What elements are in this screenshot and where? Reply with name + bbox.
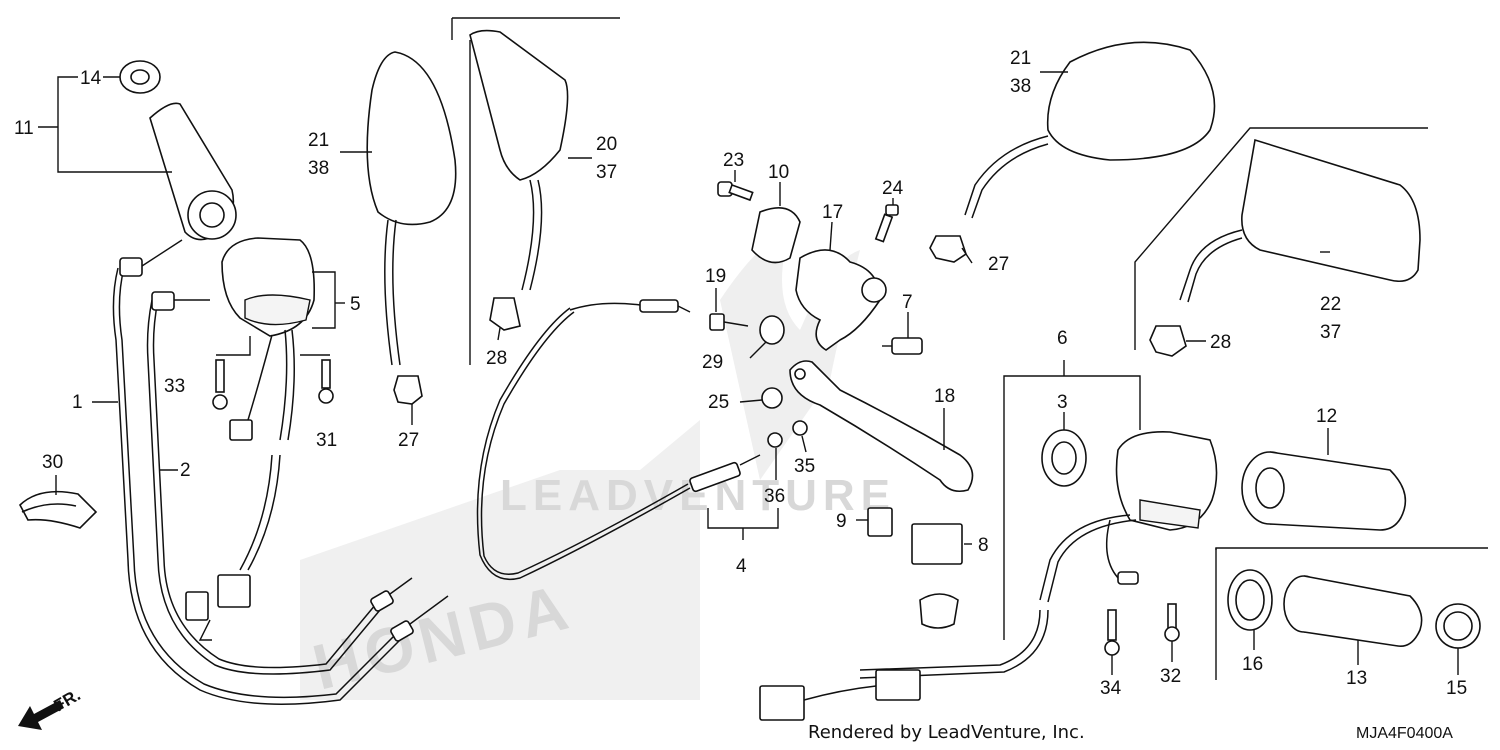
- label-part-27-left: 27: [398, 430, 419, 451]
- part-clutch-cable: [476, 299, 761, 580]
- part-mirror-right: [929, 41, 1216, 263]
- part-grip-right: [1241, 451, 1407, 531]
- label-part-6: 6: [1057, 328, 1068, 349]
- label-part-19: 19: [705, 266, 726, 287]
- label-part-3: 3: [1057, 392, 1068, 413]
- label-part-14: 14: [80, 68, 102, 89]
- part-left-switch: [185, 237, 316, 641]
- label-part-23: 23: [723, 150, 744, 171]
- part-screws-left: [212, 359, 334, 410]
- label-part-25: 25: [708, 392, 729, 413]
- label-part-24: 24: [882, 178, 904, 199]
- label-part-17: 17: [822, 202, 843, 223]
- label-part-12: 12: [1316, 406, 1337, 427]
- label-part-13: 13: [1346, 668, 1367, 689]
- leader-lines: [55, 170, 1459, 675]
- label-part-38-left: 38: [308, 158, 329, 179]
- part-grip-set: [1227, 569, 1481, 649]
- label-part-29: 29: [702, 352, 723, 373]
- label-part-28-left: 28: [486, 348, 507, 369]
- part-labels: 1 2 3 4 5 6 7 8 9 10 11 12 13 14 15 16 1…: [14, 48, 1467, 699]
- label-part-32: 32: [1160, 666, 1181, 687]
- diagram-code: MJA4F0400A: [1356, 725, 1453, 742]
- part-mirror-left-alt: [469, 29, 569, 331]
- label-part-38-right: 38: [1010, 76, 1031, 97]
- part-mirror-right-alt: [1149, 138, 1421, 357]
- label-part-9: 9: [836, 511, 847, 532]
- part-clutch-bracket: [709, 181, 974, 493]
- label-part-2: 2: [180, 460, 191, 481]
- part-grip-left: [119, 60, 237, 241]
- part-mirror-left: [366, 51, 457, 405]
- part-screws-right: [1104, 603, 1180, 656]
- label-part-7: 7: [902, 292, 913, 313]
- label-part-8: 8: [978, 535, 989, 556]
- part-band: [19, 490, 98, 529]
- label-part-4: 4: [736, 556, 747, 577]
- label-part-33: 33: [164, 376, 185, 397]
- part-throttle-cables: [112, 239, 449, 705]
- label-part-28-right: 28: [1210, 332, 1231, 353]
- label-part-20: 20: [596, 134, 617, 155]
- label-part-31: 31: [316, 430, 337, 451]
- label-part-1: 1: [72, 392, 83, 413]
- label-part-15: 15: [1446, 678, 1467, 699]
- label-part-30: 30: [42, 452, 63, 473]
- front-direction-indicator: FR.: [18, 685, 84, 730]
- label-part-5: 5: [350, 294, 361, 315]
- label-part-37-right: 37: [1320, 322, 1341, 343]
- label-part-22: 22: [1320, 294, 1341, 315]
- label-part-21-left: 21: [308, 130, 329, 151]
- credit-text: Rendered by LeadVenture, Inc.: [808, 722, 1085, 743]
- label-part-27-right: 27: [988, 254, 1009, 275]
- label-part-11: 11: [14, 118, 34, 139]
- label-part-37-left: 37: [596, 162, 617, 183]
- label-part-21-right: 21: [1010, 48, 1031, 69]
- label-part-36: 36: [764, 486, 785, 507]
- label-part-18: 18: [934, 386, 955, 407]
- label-part-34: 34: [1100, 678, 1122, 699]
- part-relays: [867, 507, 963, 629]
- label-part-35: 35: [794, 456, 815, 477]
- label-part-16: 16: [1242, 654, 1263, 675]
- part-right-switch: [759, 429, 1218, 721]
- label-part-10: 10: [768, 162, 789, 183]
